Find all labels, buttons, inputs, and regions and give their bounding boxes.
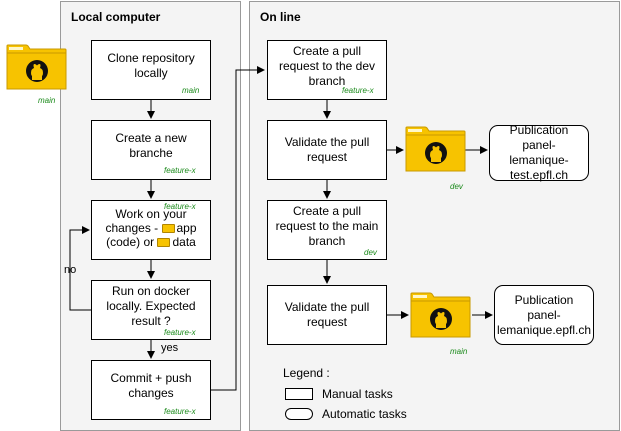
step-work-line2a: changes -: [105, 221, 162, 235]
step-work-line2b: app: [176, 221, 197, 235]
step-clone-label: Clone repository locally: [107, 51, 195, 80]
step-validate-pr-dev: Validate the pull request: [267, 120, 387, 180]
step-work-line3b: data: [172, 235, 196, 249]
tag-create-branch: feature-x: [164, 166, 196, 175]
step-work-on-changes: Work on your changes - app (code) or dat…: [91, 200, 211, 260]
online-title: On line: [260, 10, 301, 24]
automatic-publication-prod: Publication panel-lemanique.epfl.ch: [494, 285, 594, 345]
data-folder-icon: [157, 238, 171, 247]
step-commit-push: Commit + push changes: [91, 360, 211, 420]
legend-automatic-label: Automatic tasks: [322, 407, 407, 421]
step-run-docker: Run on docker locally. Expected result ?: [91, 280, 211, 340]
legend-title: Legend :: [283, 366, 330, 380]
step-pr-main-label: Create a pull request to the main branch: [275, 203, 379, 248]
step-create-branch: Create a new branche: [91, 120, 211, 180]
pub-test-label: Publication panel-lemanique-test.epfl.ch: [509, 123, 569, 182]
step-pr-dev-label: Create a pull request to the dev branch: [278, 43, 376, 88]
automatic-publication-test: Publication panel-lemanique-test.epfl.ch: [489, 123, 589, 182]
step-validate-dev-label: Validate the pull request: [284, 135, 370, 164]
app-folder-icon: [161, 224, 175, 233]
tag-clone-main: main: [182, 86, 200, 95]
step-run-docker-label: Run on docker locally. Expected result ?: [106, 283, 196, 328]
step-validate-pr-main: Validate the pull request: [267, 285, 387, 345]
tag-pr-dev: feature-x: [342, 86, 374, 95]
step-work-label: Work on your changes - app (code) or dat…: [105, 207, 196, 249]
local-computer-title: Local computer: [71, 10, 161, 24]
step-commit-label: Commit + push changes: [110, 371, 192, 400]
tag-repo-main-right: main: [450, 347, 468, 356]
step-validate-main-label: Validate the pull request: [284, 300, 370, 329]
github-folder-icon: [6, 44, 67, 90]
tag-pr-main: dev: [364, 248, 377, 257]
arrow-commit-to-pr-dev: [211, 66, 265, 391]
edge-label-yes: yes: [161, 342, 179, 354]
step-pr-to-dev: Create a pull request to the dev branch: [267, 40, 387, 100]
tag-commit: feature-x: [164, 407, 196, 416]
step-clone-repository: Clone repository locally: [91, 40, 211, 100]
legend-manual-label: Manual tasks: [322, 387, 393, 401]
pub-prod-label: Publication panel-lemanique.epfl.ch: [496, 292, 592, 337]
tag-work: feature-x: [164, 202, 196, 211]
legend-automatic-swatch: [285, 408, 313, 420]
tag-repo-main-left: main: [38, 96, 56, 105]
github-folder-icon: [410, 292, 471, 338]
step-work-line1: Work on your: [115, 207, 187, 221]
tag-run-docker: feature-x: [164, 328, 196, 337]
arrow-no-loop: [69, 226, 91, 311]
edge-label-no: no: [64, 264, 77, 276]
github-folder-icon: [405, 126, 466, 172]
legend-manual-swatch: [285, 388, 313, 400]
step-create-branch-label: Create a new branche: [115, 131, 187, 160]
step-pr-to-main: Create a pull request to the main branch: [267, 200, 387, 260]
tag-repo-dev: dev: [450, 182, 463, 191]
step-work-line3a: (code) or: [106, 235, 158, 249]
